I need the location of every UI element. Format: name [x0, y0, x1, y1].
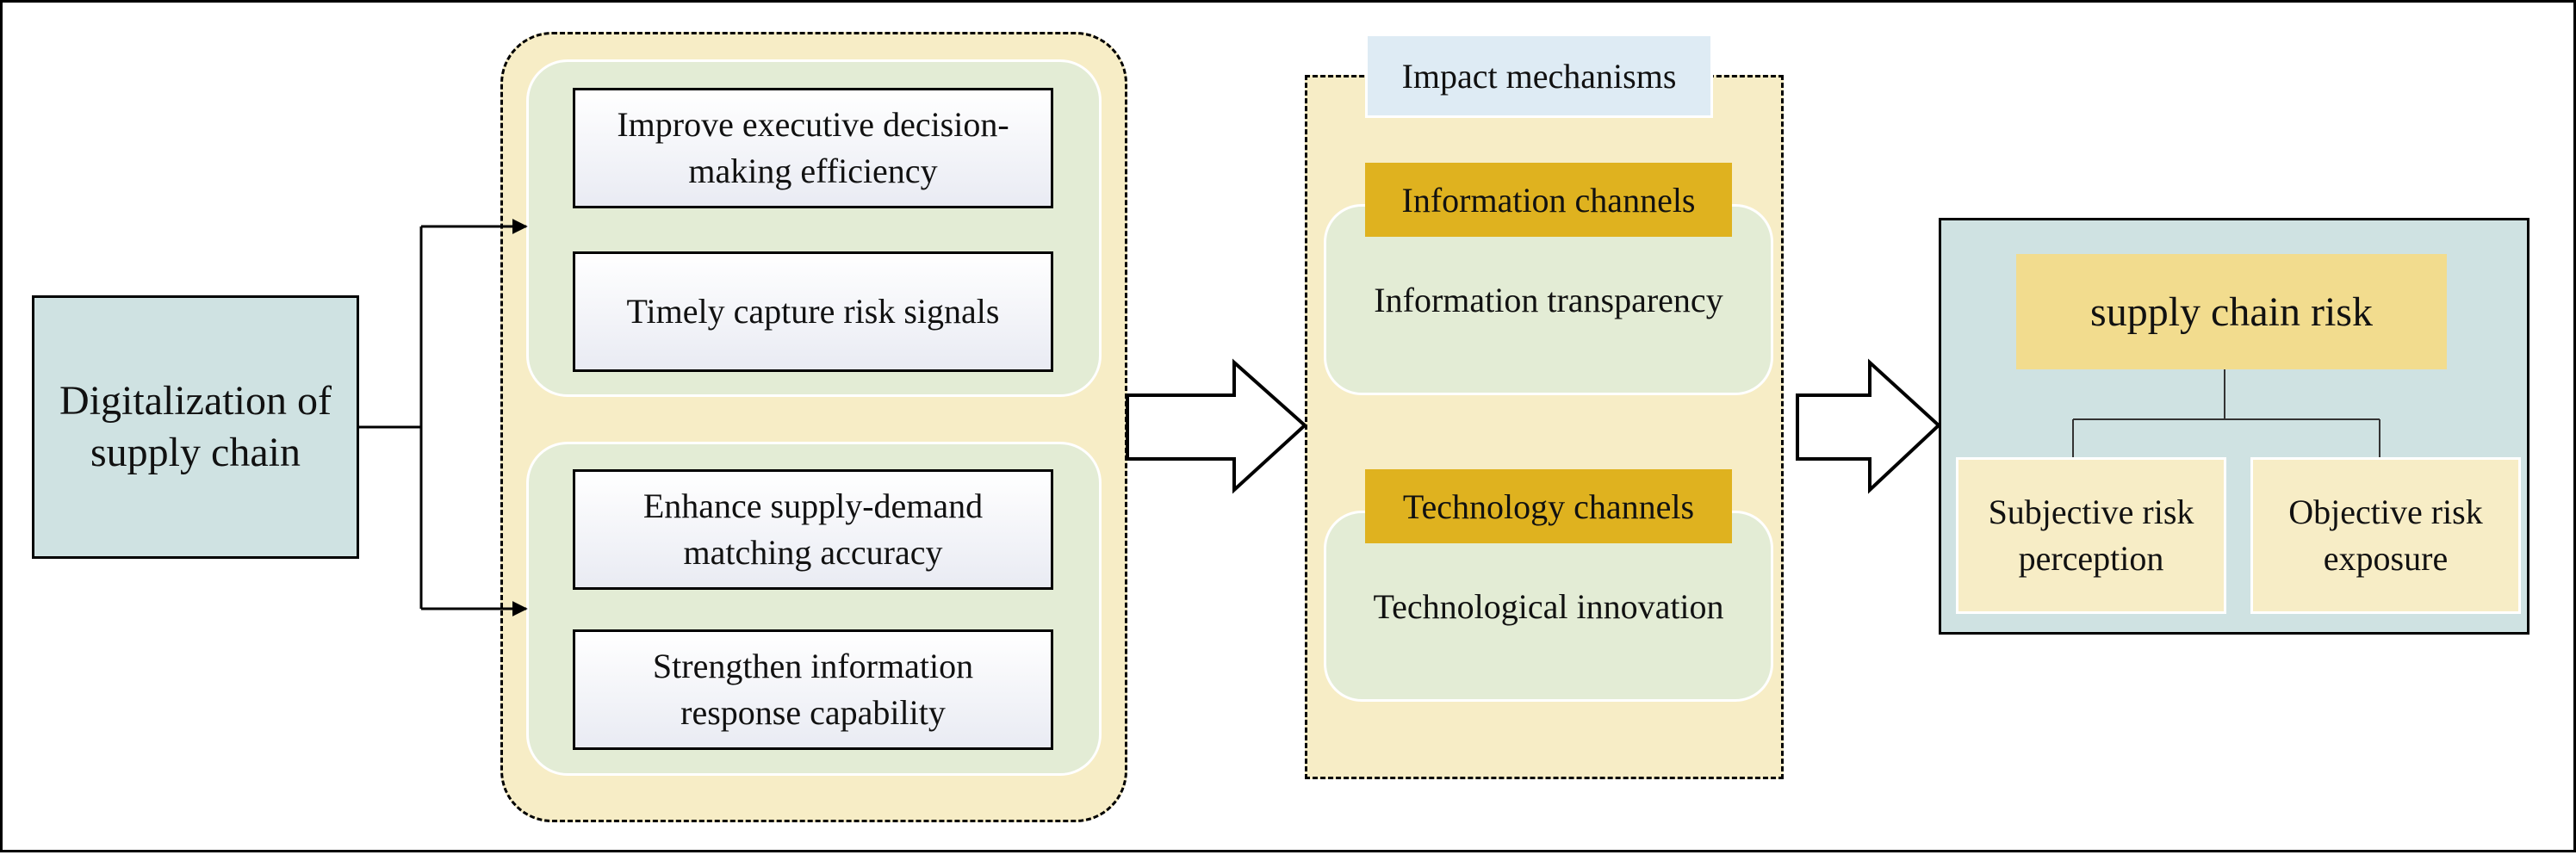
objective-risk-line1: Objective risk: [2288, 493, 2483, 531]
block-arrow-to-mechanisms: [1126, 358, 1307, 494]
benefit-text-line1: Strengthen information: [652, 647, 974, 685]
block-arrow-to-outcome: [1796, 358, 1941, 494]
benefit-text-line1: Improve executive decision-: [617, 105, 1009, 144]
subjective-risk-box: Subjective risk perception: [1956, 457, 2226, 614]
benefit-risk-signals: Timely capture risk signals: [573, 251, 1053, 372]
benefit-text-line2: response capability: [680, 693, 946, 732]
digitalization-label-line2: supply chain: [90, 430, 301, 475]
connectors: [359, 219, 2380, 616]
objective-risk-line2: exposure: [2323, 539, 2449, 578]
mechanisms-title: Impact mechanisms: [1365, 34, 1713, 118]
digitalization-label-line1: Digitalization of: [59, 378, 332, 424]
supply-chain-risk-title: supply chain risk: [2016, 254, 2447, 369]
benefit-information-response: Strengthen information response capabili…: [573, 629, 1053, 750]
benefit-text-line1: Enhance supply-demand: [642, 486, 984, 525]
subjective-risk-line2: perception: [2018, 539, 2164, 578]
benefit-text-line2: making efficiency: [688, 152, 938, 190]
split-connector: [359, 226, 423, 609]
information-transparency: Information transparency: [1374, 280, 1723, 319]
technological-innovation: Technological innovation: [1373, 586, 1724, 626]
benefit-text-line1: Timely capture risk signals: [626, 292, 1000, 331]
digitalization-node: Digitalization of supply chain: [32, 295, 359, 559]
objective-risk-box: Objective risk exposure: [2250, 457, 2521, 614]
outcome-tree-connector: [2072, 369, 2380, 457]
subjective-risk-line1: Subjective risk: [1988, 493, 2194, 531]
benefit-supply-demand: Enhance supply-demand matching accuracy: [573, 469, 1053, 590]
benefit-decision-efficiency: Improve executive decision- making effic…: [573, 88, 1053, 208]
technology-channel-label: Technology channels: [1365, 469, 1732, 543]
information-channel-label: Information channels: [1365, 163, 1732, 237]
benefit-text-line2: matching accuracy: [683, 533, 943, 572]
